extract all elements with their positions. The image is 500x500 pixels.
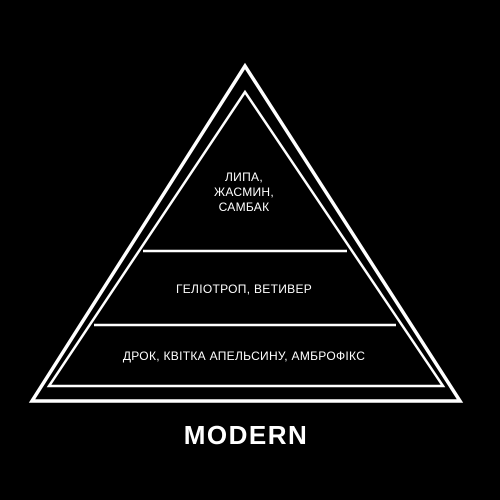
middle-tier-notes: Геліотроп, ветивер: [175, 282, 313, 296]
top-tier-line-3: самбак: [218, 200, 270, 214]
top-tier-notes: Липа, жасмин, самбак: [214, 170, 274, 215]
top-tier-line-1: Липа,: [225, 170, 263, 184]
pyramid-inner-outline: [46, 89, 446, 388]
brand-title: MODERN: [183, 420, 309, 450]
pyramid-outer-outline: [28, 62, 464, 403]
bottom-tier-notes: Дрок, квітка апельсину, амброфікс: [122, 349, 366, 363]
top-tier-line-2: жасмин,: [213, 185, 275, 199]
